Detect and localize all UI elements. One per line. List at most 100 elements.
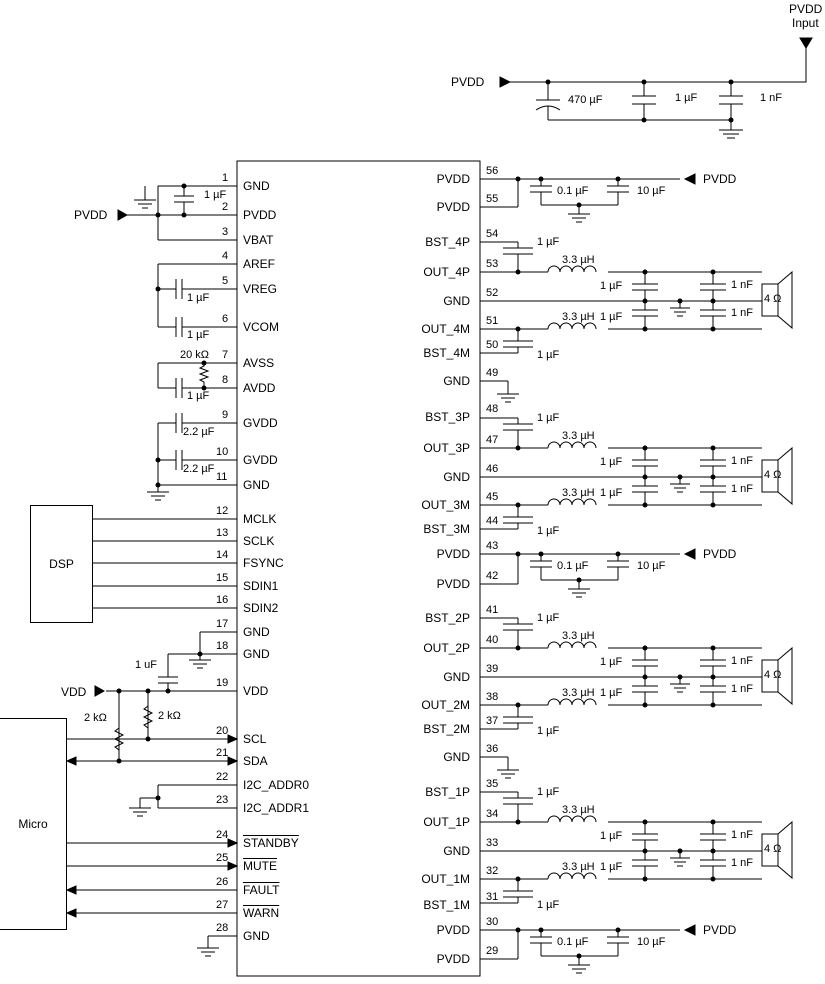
- pin-number: 29: [486, 945, 499, 957]
- cap-pin1-label: 1 µF: [204, 189, 227, 201]
- pin-name: AVSS: [243, 356, 275, 370]
- pin-number: 34: [486, 808, 499, 820]
- pin-name: GND: [443, 750, 470, 764]
- pin-number: 17: [216, 618, 229, 630]
- pin-name: SCLK: [243, 534, 275, 548]
- pin-number: 27: [216, 899, 229, 911]
- pin-number: 1: [222, 172, 229, 184]
- inductor-label: 3.3 µH: [562, 804, 595, 816]
- pin-number: 10: [216, 446, 229, 458]
- dec-cap-01uf-3: 0.1 µF: [557, 936, 589, 948]
- pin-name: PVDD: [436, 952, 470, 966]
- pin-number: 48: [486, 403, 499, 415]
- pin-name: PVDD: [243, 208, 277, 222]
- pin-number: 8: [222, 374, 229, 386]
- pvdd-input-title: PVDD: [789, 2, 823, 16]
- pin-number: 49: [486, 367, 499, 379]
- pin-name: BST_3M: [423, 522, 470, 536]
- filter-cap-label: 1 µF: [600, 456, 623, 468]
- emi-cap-label: 1 nF: [731, 279, 754, 291]
- emi-cap-label: 1 nF: [731, 857, 754, 869]
- pin-number: 15: [216, 572, 229, 584]
- pin-number: 33: [486, 837, 499, 849]
- dsp-block: DSP: [30, 505, 93, 623]
- filter-cap-label: 1 µF: [600, 687, 623, 699]
- pin-number: 42: [486, 570, 499, 582]
- micro-label: Micro: [18, 817, 48, 831]
- speaker-label: 4 Ω: [764, 843, 782, 855]
- pin-number: 28: [216, 922, 229, 934]
- pin-name: GND: [243, 929, 270, 943]
- pin-name: AVDD: [243, 381, 276, 395]
- dec-cap-10uf-2: 10 µF: [637, 560, 666, 572]
- dsp-label: DSP: [49, 557, 74, 571]
- pin-number: 6: [222, 313, 229, 325]
- pin-number: 38: [486, 691, 499, 703]
- cap-vreg-label: 1 µF: [187, 292, 210, 304]
- filter-cap-label: 1 µF: [600, 830, 623, 842]
- pin-name: GND: [443, 670, 470, 684]
- inductor-label: 3.3 µH: [562, 687, 595, 699]
- pin-name: OUT_1M: [421, 872, 470, 886]
- pin-number: 55: [486, 193, 499, 205]
- pin-name: SDIN2: [243, 601, 279, 615]
- cap-470uf-label: 470 µF: [568, 94, 603, 106]
- pin-name: SDA: [243, 754, 268, 768]
- pin-name: PVDD: [436, 547, 470, 561]
- pin-name: OUT_3M: [421, 498, 470, 512]
- pin-name: GND: [443, 470, 470, 484]
- res-sda-label: 2 kΩ: [84, 712, 107, 724]
- vdd-net-label: VDD: [61, 685, 87, 699]
- pvdd-right-net-label-3: PVDD: [703, 923, 737, 937]
- pin-number: 24: [216, 829, 229, 841]
- pin-number: 20: [216, 725, 229, 737]
- pin-name: PVDD: [436, 200, 470, 214]
- pin-name: WARN: [243, 906, 280, 920]
- pin-number: 13: [216, 527, 229, 539]
- pin-number: 5: [222, 275, 229, 287]
- cap-avdd-label: 1 µF: [187, 390, 210, 402]
- emi-cap-label: 1 nF: [731, 483, 754, 495]
- pvdd-right-net-label-1: PVDD: [703, 172, 737, 186]
- pin-number: 14: [216, 549, 229, 561]
- pin-name: GND: [443, 294, 470, 308]
- pin-name: GND: [243, 179, 270, 193]
- cap-1uf-label: 1 µF: [675, 92, 698, 104]
- inductor-label: 3.3 µH: [562, 630, 595, 642]
- pin-number: 30: [486, 916, 499, 928]
- pin-number: 41: [486, 604, 499, 616]
- cap-gvdd9-label: 2.2 µF: [183, 426, 215, 438]
- bst-cap-label: 1 µF: [537, 525, 560, 537]
- pin-number: 43: [486, 540, 499, 552]
- pin-name: VDD: [243, 684, 269, 698]
- pin-name: OUT_4M: [421, 322, 470, 336]
- pvdd-input-subtitle: Input: [792, 16, 819, 30]
- emi-cap-label: 1 nF: [731, 655, 754, 667]
- bst-cap-label: 1 µF: [537, 899, 560, 911]
- pin-name: FSYNC: [243, 556, 284, 570]
- pin-number: 37: [486, 715, 499, 727]
- pin-name: VBAT: [243, 233, 274, 247]
- emi-cap-label: 1 nF: [731, 829, 754, 841]
- inductor-label: 3.3 µH: [562, 254, 595, 266]
- pin-name: BST_1M: [423, 898, 470, 912]
- pin-name: AREF: [243, 257, 276, 271]
- pin-name: GND: [443, 374, 470, 388]
- pin-name: GND: [243, 647, 270, 661]
- dec-cap-01uf-2: 0.1 µF: [557, 560, 589, 572]
- pin-number: 4: [222, 250, 229, 262]
- inductor-label: 3.3 µH: [562, 430, 595, 442]
- pin-number: 52: [486, 287, 499, 299]
- pin-name: BST_4M: [423, 346, 470, 360]
- pin-number: 3: [222, 226, 229, 238]
- pin-name: OUT_4P: [423, 265, 470, 279]
- pin-number: 56: [486, 165, 499, 177]
- bst-cap-label: 1 µF: [537, 725, 560, 737]
- bst-cap-label: 1 µF: [537, 612, 560, 624]
- speaker-label: 4 Ω: [764, 293, 782, 305]
- pin-number: 39: [486, 663, 499, 675]
- pin-name: BST_3P: [425, 410, 470, 424]
- pin-name: OUT_1P: [423, 815, 470, 829]
- pin-number: 26: [216, 876, 229, 888]
